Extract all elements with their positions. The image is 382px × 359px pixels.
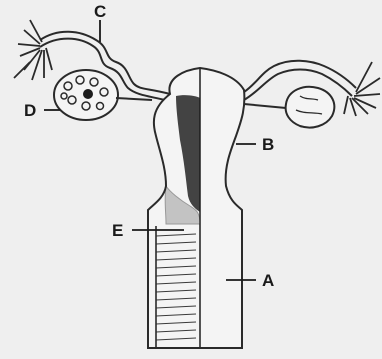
label-d: D: [24, 101, 36, 120]
dark-follicle: [83, 89, 93, 99]
label-c: C: [94, 2, 106, 21]
label-e: E: [112, 221, 123, 240]
label-a: A: [262, 271, 274, 290]
label-b: B: [262, 135, 274, 154]
